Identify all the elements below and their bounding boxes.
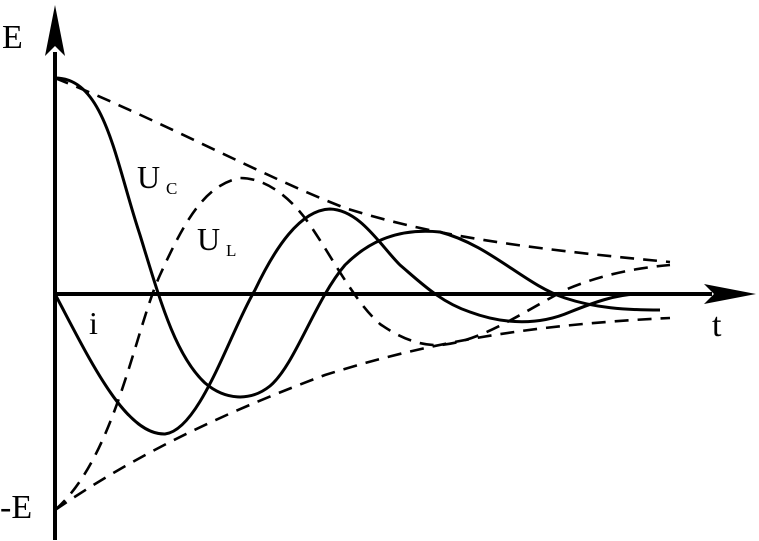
i-curve	[53, 207, 637, 436]
uc-curve	[54, 76, 661, 399]
ul-label-main: U	[197, 221, 220, 257]
lower-envelope	[54, 316, 671, 512]
ul-label-sub: L	[226, 241, 236, 260]
current-label: i	[89, 305, 98, 341]
x-axis-arrowhead	[704, 284, 756, 304]
y-axis-arrowhead	[45, 5, 65, 56]
uc-label-sub: C	[166, 179, 177, 198]
ul-curve	[54, 176, 671, 511]
uc-label-main: U	[137, 159, 160, 195]
y-min-label: -E	[0, 489, 32, 526]
y-max-label: E	[2, 19, 23, 56]
x-axis-label: t	[712, 307, 722, 344]
